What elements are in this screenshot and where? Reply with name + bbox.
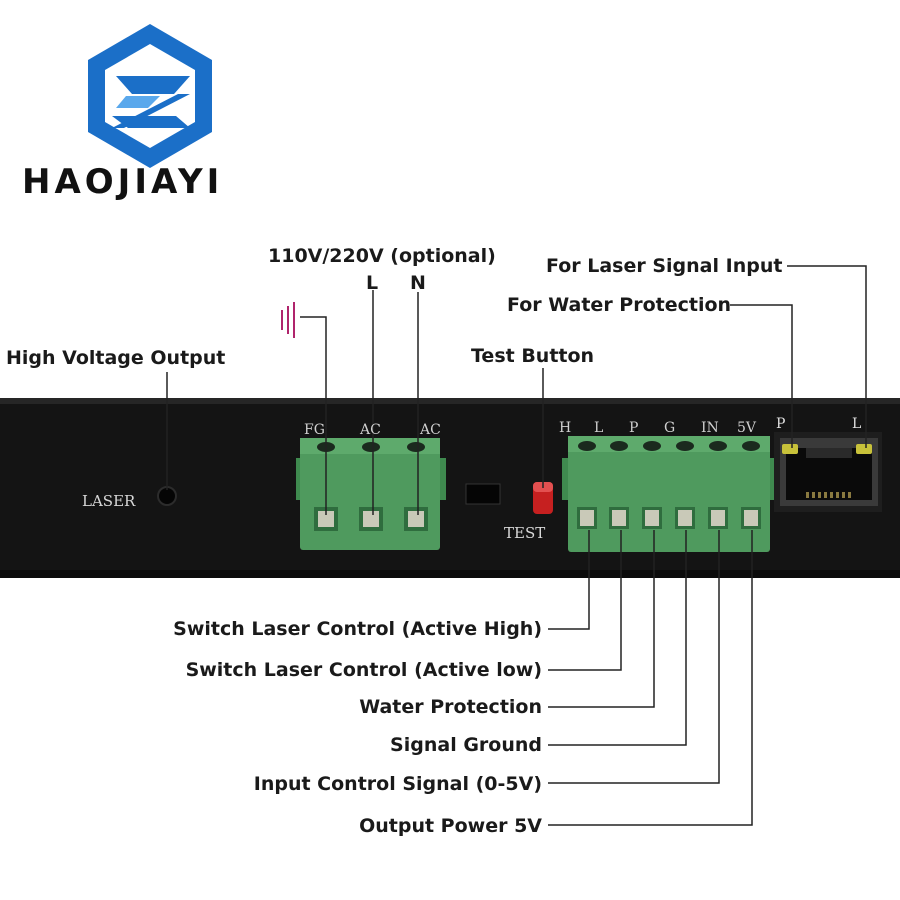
signal-terminal-block	[562, 436, 774, 552]
signal-terminal-screws	[577, 441, 761, 529]
terminal-label-g: G	[664, 420, 676, 436]
water-protection-label: Water Protection	[359, 696, 542, 718]
input-control-signal-label: Input Control Signal (0-5V)	[253, 773, 542, 795]
top-leader-lines	[166, 265, 867, 515]
live-label: L	[366, 272, 379, 294]
terminal-label-p: P	[629, 420, 639, 436]
active-low-label: Switch Laser Control (Active low)	[185, 659, 542, 681]
test-label: TEST	[504, 524, 546, 542]
neutral-label: N	[410, 272, 426, 294]
terminal-label-in: IN	[701, 420, 719, 436]
terminal-label-h: H	[559, 420, 572, 436]
high-voltage-output-label: High Voltage Output	[6, 347, 226, 369]
bottom-leader-lines	[548, 530, 753, 826]
rj45-port	[774, 432, 882, 512]
port-led-p	[782, 444, 798, 454]
power-terminal-block	[296, 438, 446, 550]
terminal-label-ac-1: AC	[360, 422, 381, 438]
ground-symbol-icon	[281, 302, 295, 338]
water-protection-port-label: For Water Protection	[507, 294, 732, 316]
terminal-label-fg: FG	[304, 422, 325, 438]
brand-name: HAOJIAYI	[22, 162, 224, 202]
voltage-label: 110V/220V (optional)	[268, 245, 496, 267]
terminal-label-l: L	[594, 420, 604, 436]
port-label-p: P	[776, 416, 786, 432]
port-led-l	[856, 444, 872, 454]
laser-label: LASER	[82, 492, 136, 510]
terminal-label-5v: 5V	[737, 420, 757, 436]
test-button-label: Test Button	[471, 345, 595, 367]
port-label-l: L	[852, 416, 862, 432]
terminal-label-ac-2: AC	[420, 422, 441, 438]
active-high-label: Switch Laser Control (Active High)	[173, 618, 542, 640]
signal-ground-label: Signal Ground	[390, 734, 542, 756]
power-terminal-screws	[314, 442, 428, 531]
switch	[465, 483, 501, 505]
laser-signal-input-label: For Laser Signal Input	[546, 255, 783, 277]
output-power-label: Output Power 5V	[359, 815, 542, 837]
